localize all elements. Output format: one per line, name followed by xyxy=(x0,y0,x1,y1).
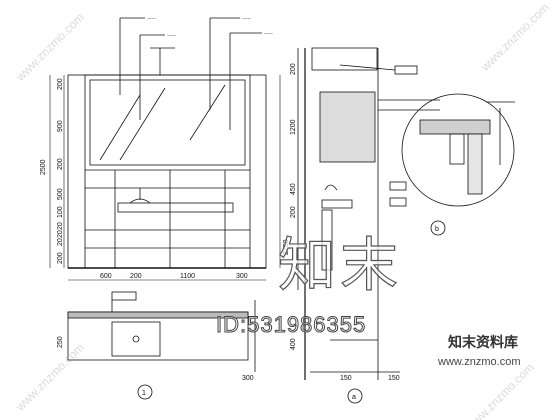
ceiling-detail xyxy=(311,47,378,71)
dim-width: 600 xyxy=(100,273,112,280)
leader-line xyxy=(339,64,396,71)
elevation-right-dim: 2750 xyxy=(283,239,290,255)
watermark-id: ID:531986355 xyxy=(215,312,367,338)
dim-height: 900 xyxy=(57,120,64,132)
dim-height: 500 xyxy=(57,188,64,200)
dim-width: 150 xyxy=(340,375,352,382)
annotation: —— xyxy=(242,17,252,22)
counter-section xyxy=(321,199,353,209)
mirror-reflection-3 xyxy=(189,84,226,141)
detail-ceiling xyxy=(419,119,491,135)
dim-height: 200 xyxy=(57,158,64,170)
annotation: —— xyxy=(147,17,157,22)
watermark-brand: 知末 xyxy=(277,230,403,299)
dim-height: 20 xyxy=(57,230,64,238)
plan-wall xyxy=(67,311,249,319)
dim-height: 20 xyxy=(57,238,64,246)
callout-label: b xyxy=(435,226,439,233)
dim-width: 200 xyxy=(130,273,142,280)
mirror xyxy=(89,79,246,166)
tag-box xyxy=(394,65,418,75)
dim-width: 1100 xyxy=(180,273,195,280)
elevation-total-dim: 2500 xyxy=(40,159,47,175)
wall-section xyxy=(297,47,440,380)
dim-width: 300 xyxy=(236,273,248,280)
callout-label: 1 xyxy=(142,390,146,397)
watermark-url: www.znzmo.com xyxy=(438,356,521,368)
dim-width: 150 xyxy=(388,375,400,382)
mirror-substrate xyxy=(319,91,376,163)
bathroom-elevation xyxy=(67,17,267,269)
dim-height: 200 xyxy=(290,206,297,218)
dim-height: 200 xyxy=(57,78,64,90)
detail-circle xyxy=(401,93,515,207)
detail-wall xyxy=(467,133,483,195)
dim-height: 1200 xyxy=(290,119,297,135)
dim-height: 450 xyxy=(290,183,297,195)
faucet-section xyxy=(324,184,338,191)
cabinet-section xyxy=(321,209,333,271)
drain xyxy=(132,335,140,343)
elevation-outline xyxy=(67,74,267,269)
callout-label: a xyxy=(352,394,356,401)
elevation-dimension-lines xyxy=(49,75,281,281)
dim-height: 250 xyxy=(57,336,64,348)
dim-height: 200 xyxy=(290,63,297,75)
elevation-width-dims: 600 200 1100 300 xyxy=(100,273,248,280)
detail-profile xyxy=(449,133,465,165)
dim-width: 300 xyxy=(242,375,254,382)
dim-height: 100 xyxy=(57,206,64,218)
tag-box xyxy=(389,197,407,207)
callout-1: 1 xyxy=(137,384,153,400)
callout-a: a xyxy=(347,388,363,404)
tag-box xyxy=(389,181,407,191)
vanity-plan xyxy=(67,291,256,372)
section-height-dims: 200 1200 450 200 400 xyxy=(290,63,297,350)
callout-b: b xyxy=(430,220,446,236)
elevation-annotations: —— —— —— —— xyxy=(147,17,274,39)
detail-b xyxy=(401,93,515,207)
mirror-reflection-2 xyxy=(119,87,166,161)
dim-height: 20 xyxy=(57,222,64,230)
vanity-counter xyxy=(117,202,234,213)
annotation: —— xyxy=(264,32,274,37)
watermark-site: 知末资料库 xyxy=(448,335,518,351)
tag-box xyxy=(111,291,137,301)
elevation-height-dims: 200 900 200 500 100 20 20 20 200 xyxy=(57,78,64,264)
annotation: —— xyxy=(167,34,177,39)
dim-height: 400 xyxy=(290,338,297,350)
plan-basin xyxy=(111,321,161,357)
dim-height: 200 xyxy=(57,252,64,264)
mirror-reflection-1 xyxy=(99,94,141,161)
